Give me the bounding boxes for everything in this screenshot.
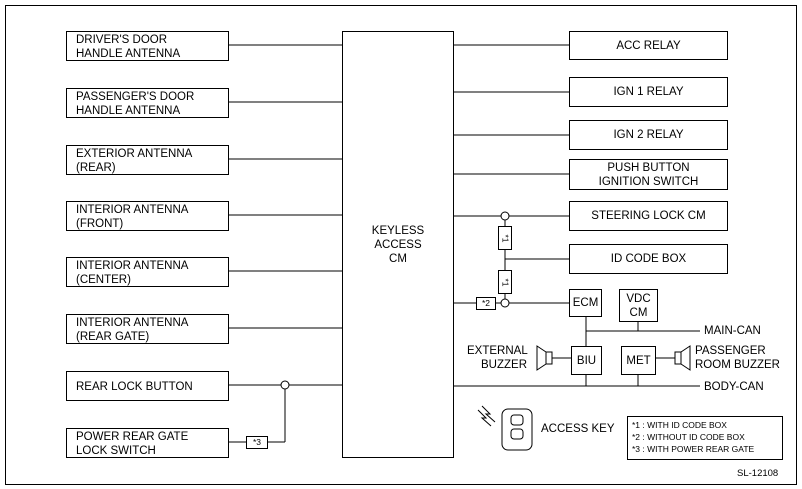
marker-label: *1 (500, 234, 511, 243)
junction-ecm (500, 298, 510, 308)
label: HANDLE ANTENNA (76, 47, 181, 60)
keyless-access-cm-box: KEYLESS ACCESS CM (342, 31, 454, 458)
label: INTERIOR ANTENNA (76, 203, 189, 216)
vdc-cm-box: VDC CM (619, 289, 658, 322)
footnote-legend: *1 : WITH ID CODE BOX *2 : WITHOUT ID CO… (627, 416, 783, 460)
label: (REAR) (76, 161, 116, 174)
passenger-buzzer-label: ROOM BUZZER (695, 359, 780, 371)
label: LOCK SWITCH (76, 444, 156, 457)
ecm-box: ECM (569, 289, 602, 317)
label: (REAR GATE) (76, 330, 150, 343)
center-label: ACCESS (374, 238, 422, 251)
met-box: MET (621, 346, 656, 375)
label: IGN 1 RELAY (613, 86, 684, 98)
main-can-label: MAIN-CAN (704, 325, 761, 337)
label: POWER REAR GATE (76, 430, 189, 443)
id-code-box: ID CODE BOX (569, 244, 728, 274)
label: (FRONT) (76, 217, 124, 230)
label: VDC (626, 292, 651, 305)
passenger-buzzer-icon (674, 345, 691, 371)
marker-label: *1 (500, 278, 511, 287)
ign1-relay-box: IGN 1 RELAY (569, 77, 728, 107)
label: DRIVER'S DOOR (76, 33, 168, 46)
label: (CENTER) (76, 273, 131, 286)
rear-lock-button-box: REAR LOCK BUTTON (66, 371, 229, 401)
external-buzzer-icon (536, 345, 553, 371)
label: BIU (576, 354, 597, 367)
interior-antenna-rear-gate-box: INTERIOR ANTENNA (REAR GATE) (66, 314, 229, 344)
label: HANDLE ANTENNA (76, 104, 181, 117)
steering-lock-cm-box: STEERING LOCK CM (569, 201, 728, 231)
label: INTERIOR ANTENNA (76, 259, 189, 272)
label: IGN 2 RELAY (613, 129, 684, 141)
label: STEERING LOCK CM (591, 210, 706, 222)
label: INTERIOR ANTENNA (76, 316, 189, 329)
label: ACC RELAY (616, 39, 681, 52)
interior-antenna-front-box: INTERIOR ANTENNA (FRONT) (66, 201, 229, 231)
passenger-door-antenna-box: PASSENGER'S DOOR HANDLE ANTENNA (66, 88, 229, 118)
junction-rear-lock (280, 380, 290, 390)
marker-label: *2 (481, 298, 491, 308)
marker-3: *3 (246, 436, 268, 449)
label: ID CODE BOX (610, 253, 687, 265)
power-rear-gate-switch-box: POWER REAR GATE LOCK SWITCH (66, 428, 229, 458)
marker-2: *2 (476, 297, 496, 310)
label: PASSENGER'S DOOR (76, 90, 195, 103)
outer-border (5, 5, 797, 485)
footnote-row: *2 : WITHOUT ID CODE BOX (632, 432, 745, 442)
label: EXTERIOR ANTENNA (76, 147, 193, 160)
label: MET (626, 354, 651, 367)
label: PUSH BUTTON (607, 161, 690, 174)
body-can-label: BODY-CAN (704, 381, 764, 393)
access-key-icon (501, 408, 533, 451)
figure-id: SL-12108 (737, 468, 779, 479)
marker-label: *3 (252, 437, 262, 447)
center-label: CM (389, 252, 407, 265)
junction-steering-lock (500, 211, 510, 221)
label: ECM (572, 297, 599, 309)
driver-door-antenna-box: DRIVER'S DOOR HANDLE ANTENNA (66, 31, 229, 61)
signal-icon (477, 405, 496, 427)
acc-relay-box: ACC RELAY (569, 31, 728, 60)
footnote-row: *1 : WITH ID CODE BOX (632, 420, 727, 430)
interior-antenna-center-box: INTERIOR ANTENNA (CENTER) (66, 257, 229, 287)
footnote-row: *3 : WITH POWER REAR GATE (632, 444, 755, 454)
marker-1-lower: *1 (498, 270, 512, 294)
external-buzzer-label: BUZZER (481, 359, 527, 371)
label: IGNITION SWITCH (598, 175, 699, 188)
access-key-label: ACCESS KEY (541, 423, 615, 435)
marker-1-upper: *1 (498, 226, 512, 250)
exterior-antenna-box: EXTERIOR ANTENNA (REAR) (66, 145, 229, 175)
passenger-buzzer-label: PASSENGER (695, 345, 766, 357)
label: CM (629, 306, 648, 319)
ign2-relay-box: IGN 2 RELAY (569, 120, 728, 150)
push-button-ignition-box: PUSH BUTTON IGNITION SWITCH (569, 159, 728, 190)
biu-box: BIU (571, 346, 602, 375)
center-label: KEYLESS (371, 224, 425, 237)
external-buzzer-label: EXTERNAL (467, 345, 528, 357)
label: REAR LOCK BUTTON (76, 380, 193, 393)
